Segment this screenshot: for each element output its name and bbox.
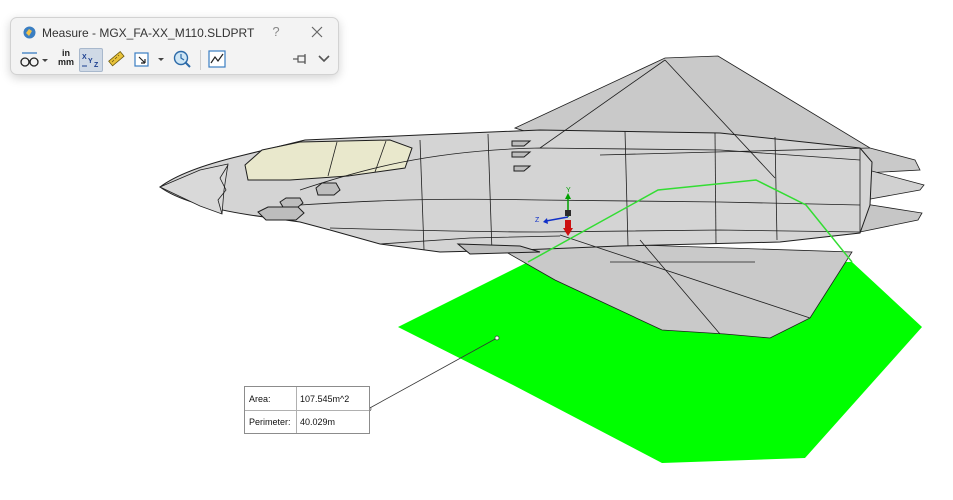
svg-text:Z: Z [94,62,99,69]
perimeter-label: Perimeter: [249,417,291,427]
help-button[interactable]: ? [272,24,280,39]
leader-anchor-point [494,335,500,341]
callout-perimeter-row: Perimeter: 40.029m [245,410,369,433]
svg-text:Y: Y [88,58,93,65]
area-label: Area: [249,394,271,404]
create-sensor-button[interactable] [206,48,228,70]
arc-circle-measurement-button[interactable] [19,48,49,70]
svg-text:X: X [82,54,87,61]
panel-lines [217,59,871,335]
pin-icon [293,54,306,64]
measurement-callout[interactable]: Area: 107.545m^2 Perimeter: 40.029m [244,386,370,434]
canopy[interactable] [244,139,413,181]
measure-toolbar: in mm X Y Z [11,46,338,74]
units-precision-button[interactable]: in mm [55,47,77,69]
close-button[interactable] [309,24,325,40]
origin-triad: Y Z [535,187,573,236]
xyz-relative-to-icon: X Y Z [82,54,99,69]
units-bottom-label: mm [57,57,74,67]
arc-circle-measurement-icon [20,52,48,67]
callout-area-row: Area: 107.545m^2 [245,387,369,410]
projection-button[interactable] [131,48,167,70]
callout-row-divider [245,410,369,411]
projection-icon [134,52,164,67]
measure-dialog[interactable]: Measure - MGX_FA-XX_M110.SLDPRT ? in mm … [10,17,339,75]
area-value: 107.545m^2 [300,394,350,404]
xyz-relative-to-button[interactable]: X Y Z [79,48,103,72]
close-icon [309,26,325,44]
nose-cone[interactable] [159,163,229,215]
measurement-history-button[interactable] [171,48,193,70]
units-top-label: in [62,48,70,58]
solidworks-app-icon [23,26,36,39]
boundary-sketch-line[interactable] [527,179,853,263]
dialog-title: Measure - MGX_FA-XX_M110.SLDPRT [42,26,255,40]
point-to-point-icon [108,50,125,67]
aircraft-model[interactable] [159,55,925,339]
collapse-chevron-icon [318,55,330,63]
pin-button[interactable] [291,48,311,70]
dialog-titlebar[interactable]: Measure - MGX_FA-XX_M110.SLDPRT ? [11,18,338,46]
fuselage[interactable] [159,129,873,253]
triad-y-label: Y [566,187,571,194]
measurement-history-icon [173,50,191,68]
perimeter-value: 40.029m [300,417,336,427]
fuselage-details [257,140,541,255]
create-sensor-icon [208,50,226,68]
triad-z-label: Z [535,217,540,224]
callout-leader-line [367,337,498,410]
collapse-button[interactable] [315,48,333,70]
toolbar-separator [200,50,201,70]
left-wing[interactable] [484,239,853,339]
point-to-point-button[interactable] [105,48,127,70]
